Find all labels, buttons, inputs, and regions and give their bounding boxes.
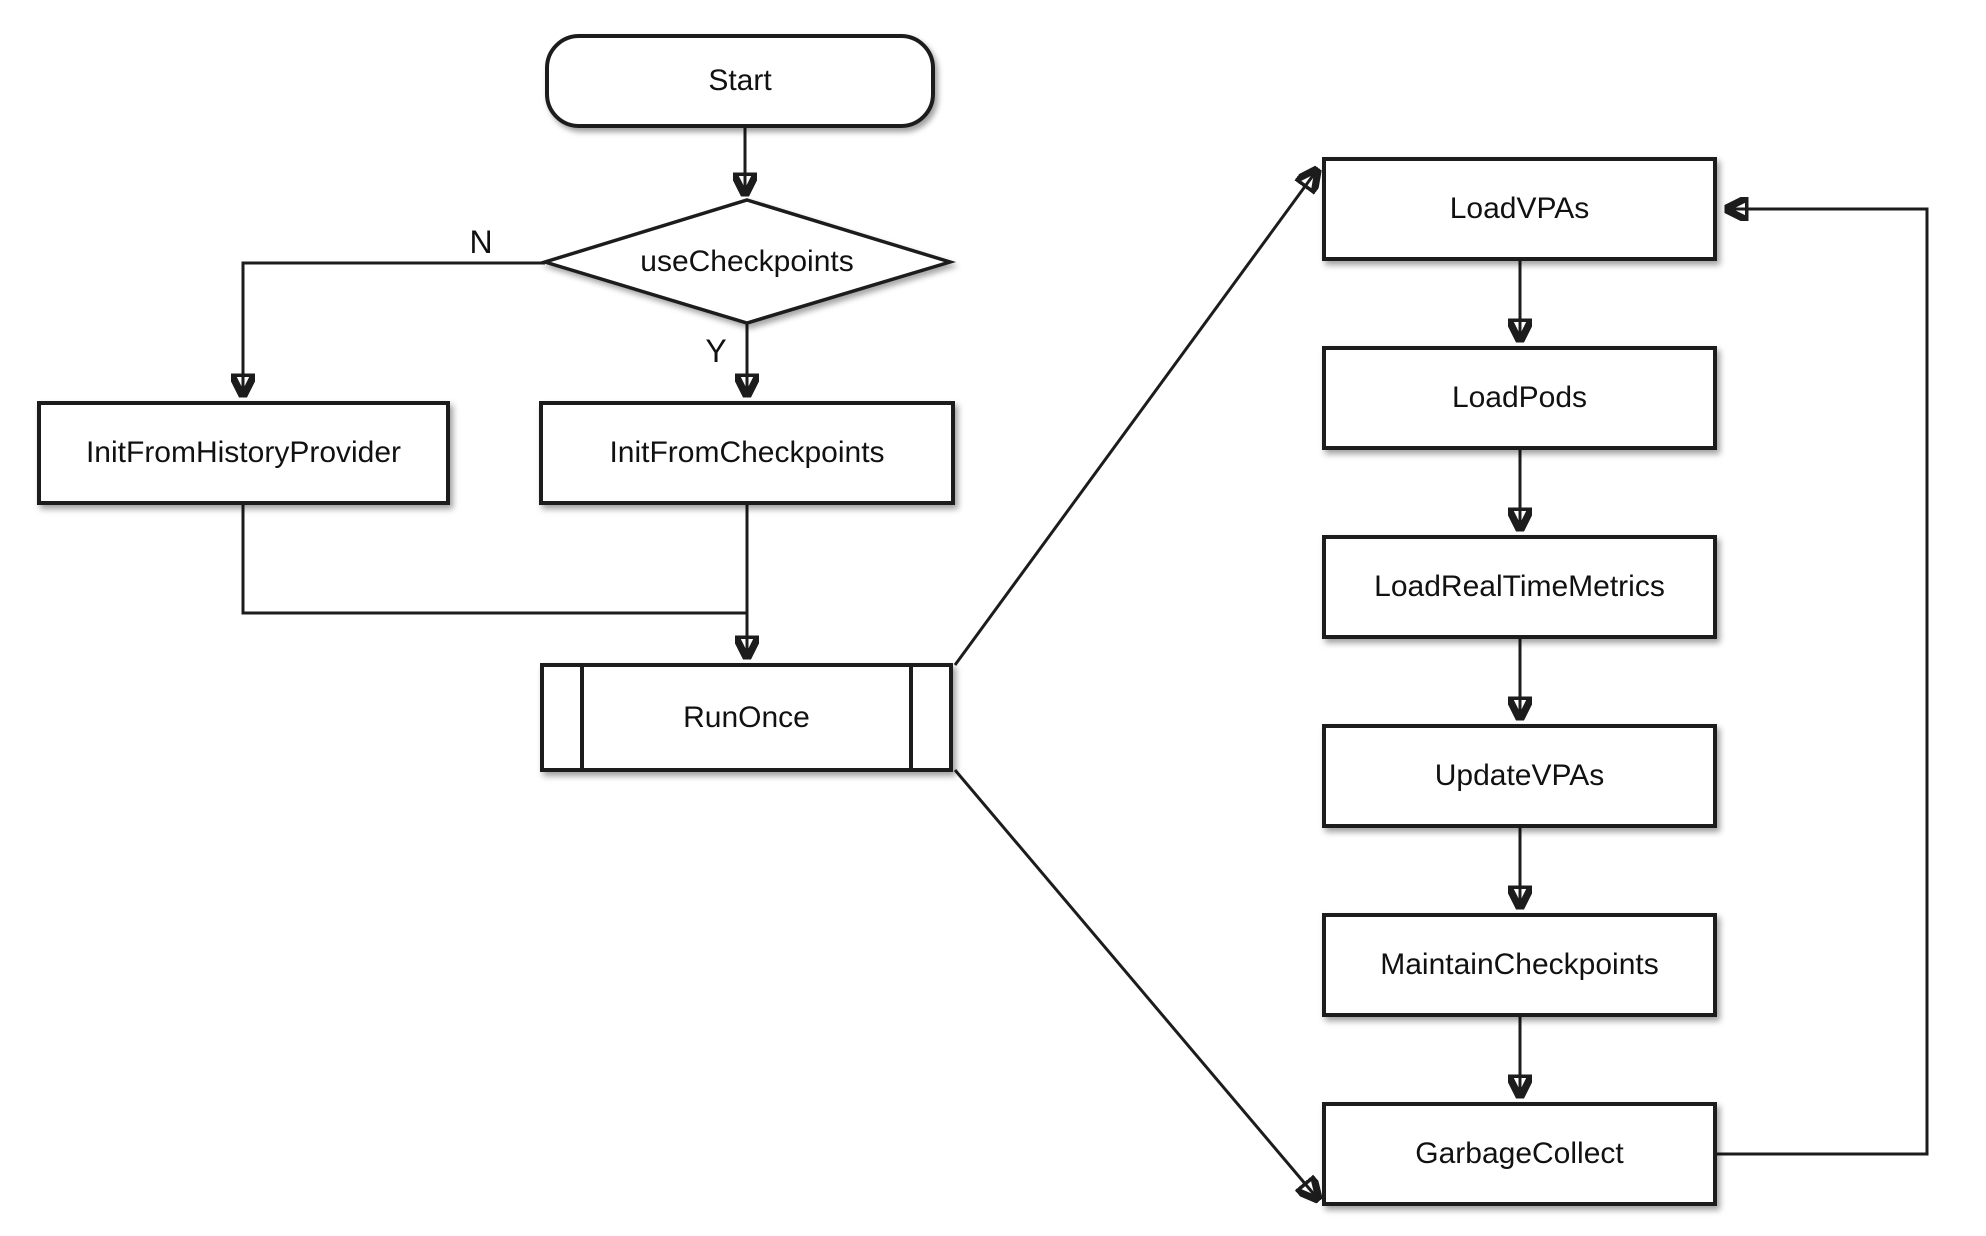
node-maintaincheckpoints: MaintainCheckpoints [1322,913,1717,1017]
decision-diamond-shape [538,198,957,325]
node-maintaincheckpoints-label: MaintainCheckpoints [1380,948,1659,981]
edge-garbagecollect-loadvpas [1717,209,1929,1156]
node-initfromcheckpoints-label: InitFromCheckpoints [609,436,885,469]
node-start: Start [545,34,935,128]
node-loadpods: LoadPods [1322,346,1717,450]
node-initfromhistoryprovider-label: InitFromHistoryProvider [85,436,402,469]
node-loadvpas: LoadVPAs [1322,157,1717,261]
node-updatevpas-label: UpdateVPAs [1434,759,1605,792]
node-updatevpas: UpdateVPAs [1322,724,1717,828]
node-initfromcheckpoints: InitFromCheckpoints [539,401,955,505]
node-initfromhistoryprovider: InitFromHistoryProvider [37,401,450,505]
edge-runonce-garbagecollect [953,769,1318,1199]
node-loadrealtimemetrics-label: LoadRealTimeMetrics [1374,570,1665,603]
branch-label-yes: Y [705,333,727,369]
node-loadvpas-label: LoadVPAs [1449,192,1590,225]
node-start-label: Start [708,64,772,97]
branch-label-no: N [469,224,493,260]
node-runonce-label: RunOnce [683,700,810,734]
edge-initfromhistoryprovider-runonce [241,505,747,615]
edge-usecheckpoints-initfromhistoryprovider [243,261,545,395]
node-usecheckpoints-label: useCheckpoints [640,245,854,278]
node-garbagecollect: GarbageCollect [1322,1102,1717,1206]
node-runonce: RunOnce [540,663,953,772]
node-loadrealtimemetrics: LoadRealTimeMetrics [1322,535,1717,639]
node-loadpods-label: LoadPods [1451,381,1588,414]
edge-runonce-loadvpas [953,170,1317,666]
node-garbagecollect-label: GarbageCollect [1415,1137,1624,1170]
